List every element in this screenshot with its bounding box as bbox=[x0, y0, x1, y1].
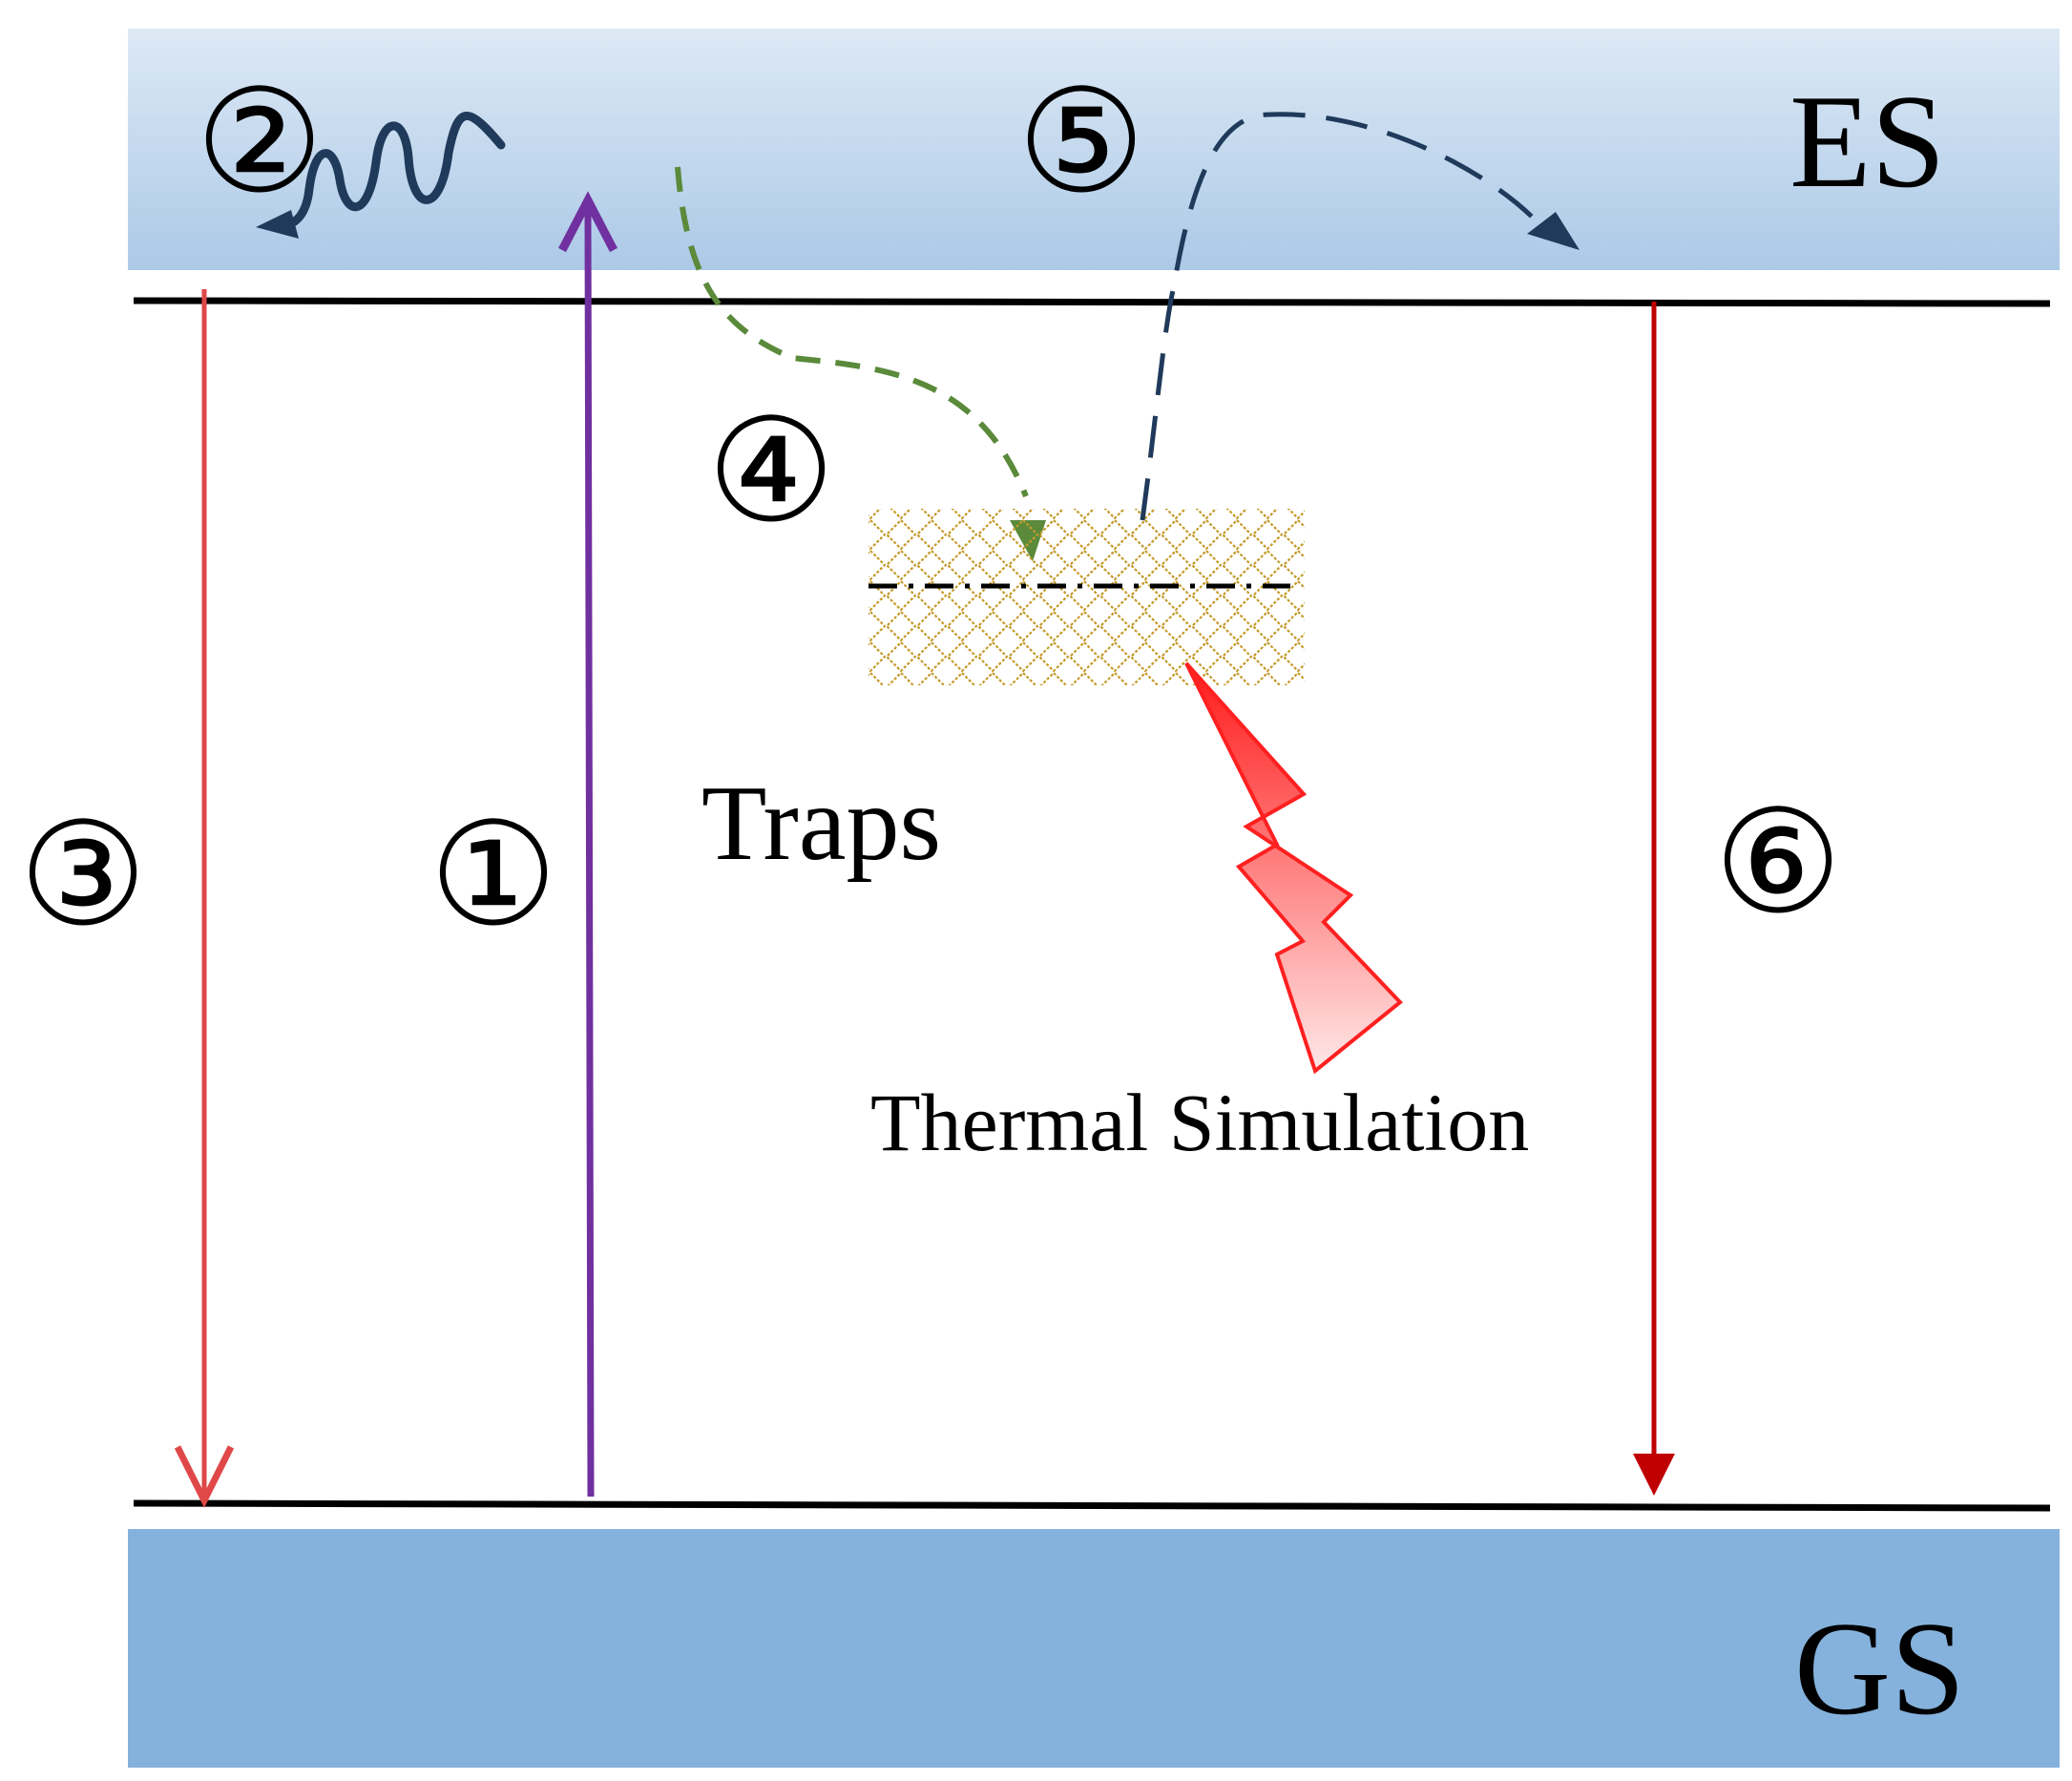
trap-region bbox=[869, 509, 1305, 685]
ground-state-band bbox=[128, 1529, 2060, 1768]
emission-arrow-left bbox=[174, 289, 235, 1508]
excited-state-level-line bbox=[133, 297, 2051, 307]
step-1-marker: ① bbox=[429, 792, 557, 958]
gs-label: GS bbox=[1794, 1595, 1965, 1743]
traps-label: Traps bbox=[701, 765, 941, 883]
excitation-arrow bbox=[558, 191, 617, 1498]
nonradiative-squiggle bbox=[256, 112, 506, 239]
emission-arrow-right bbox=[1633, 302, 1675, 1496]
es-label: ES bbox=[1789, 68, 1945, 216]
step-6-marker: ⑥ bbox=[1714, 780, 1842, 946]
detrapping-arrow bbox=[1140, 112, 1580, 521]
step-3-marker: ③ bbox=[19, 792, 147, 958]
thermal-lightning-bolt bbox=[1184, 661, 1403, 1075]
thermal-simulation-label: Thermal Simulation bbox=[870, 1077, 1529, 1168]
step-4-marker: ④ bbox=[707, 388, 835, 555]
step-5-marker: ⑤ bbox=[1017, 59, 1145, 225]
ground-state-level-line bbox=[133, 1499, 2051, 1512]
step-2-marker: ② bbox=[196, 59, 324, 225]
